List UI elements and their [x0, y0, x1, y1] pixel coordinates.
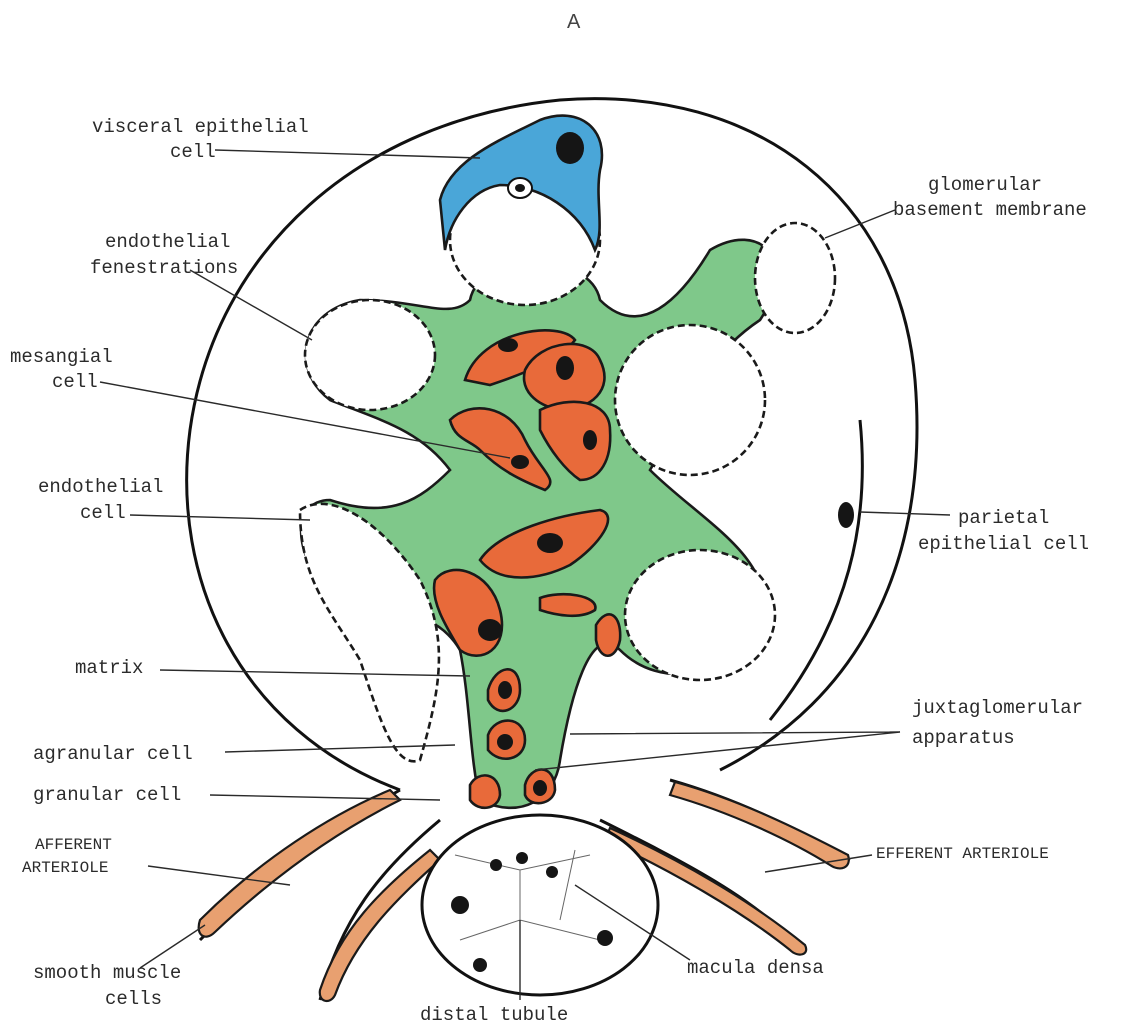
- label-gbm-line2: basement membrane: [893, 199, 1087, 221]
- label-smooth-muscle-line2: cells: [105, 988, 162, 1010]
- label-mesangial-line1: mesangial: [10, 346, 113, 368]
- label-agranular-cell: agranular cell: [33, 743, 193, 765]
- label-distal-tubule: distal tubule: [420, 1004, 568, 1026]
- label-afferent-line1: AFFERENT: [35, 836, 112, 854]
- label-granular-cell: granular cell: [33, 784, 181, 806]
- label-jga-line2: apparatus: [912, 727, 1015, 749]
- parietal-nucleus: [838, 502, 854, 528]
- label-afferent-line2: ARTERIOLE: [22, 859, 108, 877]
- label-fenestrations-line2: fenestrations: [90, 257, 238, 279]
- label-efferent: EFFERENT ARTERIOLE: [876, 845, 1049, 863]
- podocyte-nucleus: [556, 132, 584, 164]
- label-gbm-line1: glomerular: [928, 174, 1042, 196]
- panel-label: A: [567, 11, 581, 33]
- afferent-arteriole: [199, 790, 440, 1001]
- parietal-epithelial-cell: [770, 420, 862, 720]
- label-mesangial-line2: cell: [52, 371, 98, 393]
- label-endothelial-line2: cell: [80, 502, 126, 524]
- distal-tubule: [422, 815, 658, 995]
- label-smooth-muscle-line1: smooth muscle: [33, 962, 181, 984]
- label-parietal-line2: epithelial cell: [918, 533, 1089, 555]
- label-visceral-epithelial-line2: cell: [170, 141, 216, 163]
- label-jga-line1: juxtaglomerular: [912, 697, 1083, 719]
- label-visceral-epithelial-line1: visceral epithelial: [92, 116, 309, 138]
- label-endothelial-line1: endothelial: [38, 476, 163, 498]
- label-macula-densa: macula densa: [687, 957, 824, 979]
- label-fenestrations-line1: endothelial: [105, 231, 230, 253]
- label-matrix: matrix: [75, 657, 143, 679]
- label-parietal-line1: parietal: [958, 507, 1049, 529]
